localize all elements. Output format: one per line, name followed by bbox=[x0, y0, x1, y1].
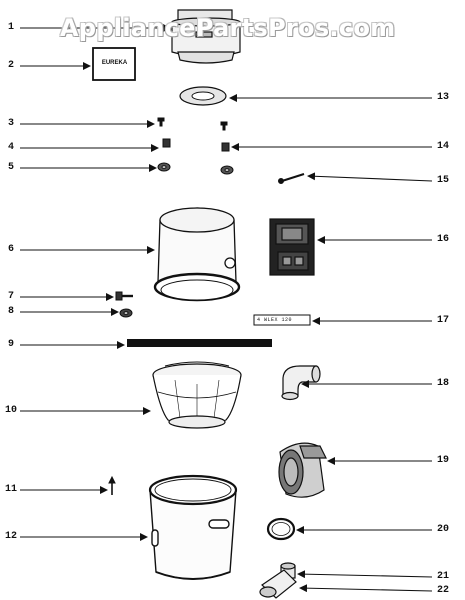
leader-22 bbox=[299, 584, 433, 593]
part-eureka-badge bbox=[92, 47, 136, 81]
part-grommet bbox=[119, 308, 133, 318]
callout-9: 9 bbox=[8, 339, 15, 350]
callout-5: 5 bbox=[8, 162, 15, 173]
callout-1: 1 bbox=[8, 22, 15, 33]
callout-2: 2 bbox=[8, 60, 15, 71]
part-long-screw bbox=[278, 173, 305, 184]
callout-13: 13 bbox=[437, 92, 450, 103]
callout-22: 22 bbox=[437, 585, 450, 596]
callout-17: 17 bbox=[437, 315, 450, 326]
part-switch-panel bbox=[269, 218, 315, 276]
callout-8: 8 bbox=[8, 306, 15, 317]
part-washers bbox=[157, 162, 234, 175]
part-gasket-strip bbox=[127, 339, 272, 347]
callout-16: 16 bbox=[437, 234, 450, 245]
callout-3: 3 bbox=[8, 118, 15, 129]
callout-20: 20 bbox=[437, 524, 450, 535]
callout-11: 11 bbox=[5, 484, 18, 495]
callout-7: 7 bbox=[8, 291, 15, 302]
badge-label: EUREKA bbox=[101, 60, 128, 66]
callout-10: 10 bbox=[5, 405, 18, 416]
callout-6: 6 bbox=[8, 244, 15, 255]
leader-lines bbox=[20, 24, 171, 541]
callout-15: 15 bbox=[437, 175, 450, 186]
callout-18: 18 bbox=[437, 378, 450, 389]
part-small-pin bbox=[108, 475, 116, 495]
part-elbow-fitting bbox=[281, 365, 321, 401]
part-filter-housing bbox=[153, 207, 241, 302]
callout-14: 14 bbox=[437, 141, 450, 152]
callout-4: 4 bbox=[8, 142, 15, 153]
leader-lines-right bbox=[229, 94, 433, 593]
part-screws bbox=[157, 117, 228, 131]
part-clamp-ring bbox=[266, 517, 296, 541]
leader-15 bbox=[307, 172, 433, 182]
part-blower-housing bbox=[278, 442, 327, 498]
part-inlet-fitting bbox=[259, 562, 297, 599]
part-gasket-ring bbox=[179, 86, 227, 106]
part-bolt bbox=[115, 291, 133, 301]
leader-21 bbox=[297, 570, 433, 579]
label-plate-text: 4 WLEX 120 bbox=[257, 317, 293, 323]
part-motor-head bbox=[171, 9, 241, 64]
callout-12: 12 bbox=[5, 531, 18, 542]
callout-19: 19 bbox=[437, 455, 450, 466]
callout-21: 21 bbox=[437, 571, 450, 582]
watermark-text: AppliancePartsPros.com bbox=[60, 14, 396, 42]
part-filter-bag bbox=[152, 361, 242, 429]
part-nuts bbox=[162, 138, 230, 152]
part-tank-drum bbox=[148, 474, 238, 580]
part-label-plate bbox=[253, 314, 311, 326]
